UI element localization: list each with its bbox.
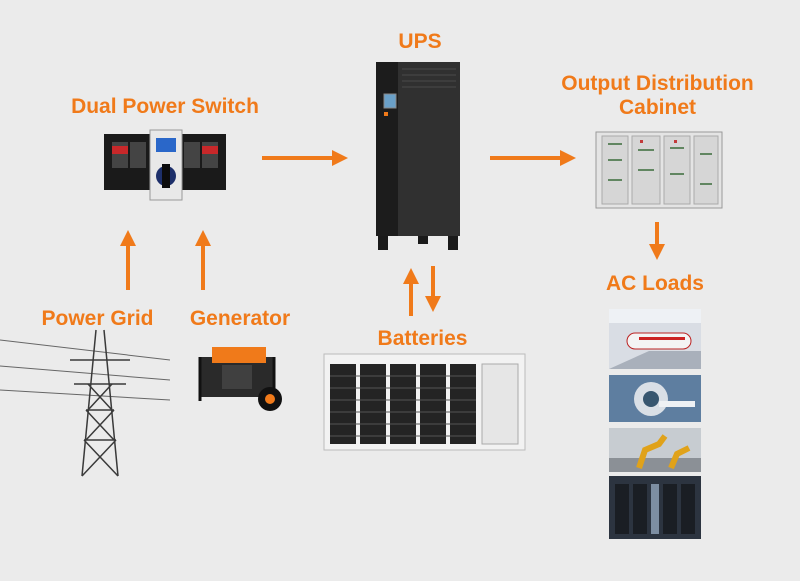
robot-arm-icon xyxy=(609,428,701,472)
batteries-label: Batteries xyxy=(377,327,468,350)
battery-rack-icon xyxy=(322,352,527,454)
generator-icon xyxy=(192,337,290,413)
ac-loads-label: AC Loads xyxy=(605,272,704,295)
output-cabinet-label-line2: Cabinet xyxy=(618,96,696,119)
ups-cabinet-icon xyxy=(368,58,468,256)
medical-scanner-icon xyxy=(609,375,701,422)
power-tower-icon xyxy=(0,320,170,480)
server-room-icon xyxy=(609,476,701,539)
power-grid-label: Power Grid xyxy=(41,307,154,330)
metro-train-icon xyxy=(609,309,701,369)
dual-power-switch-icon xyxy=(100,128,230,208)
ups-label: UPS xyxy=(398,30,442,53)
generator-label: Generator xyxy=(189,307,291,330)
distribution-cabinet-icon xyxy=(594,130,724,212)
output-cabinet-label-line1: Output Distribution xyxy=(561,72,754,95)
dual-power-switch-label: Dual Power Switch xyxy=(71,95,259,118)
